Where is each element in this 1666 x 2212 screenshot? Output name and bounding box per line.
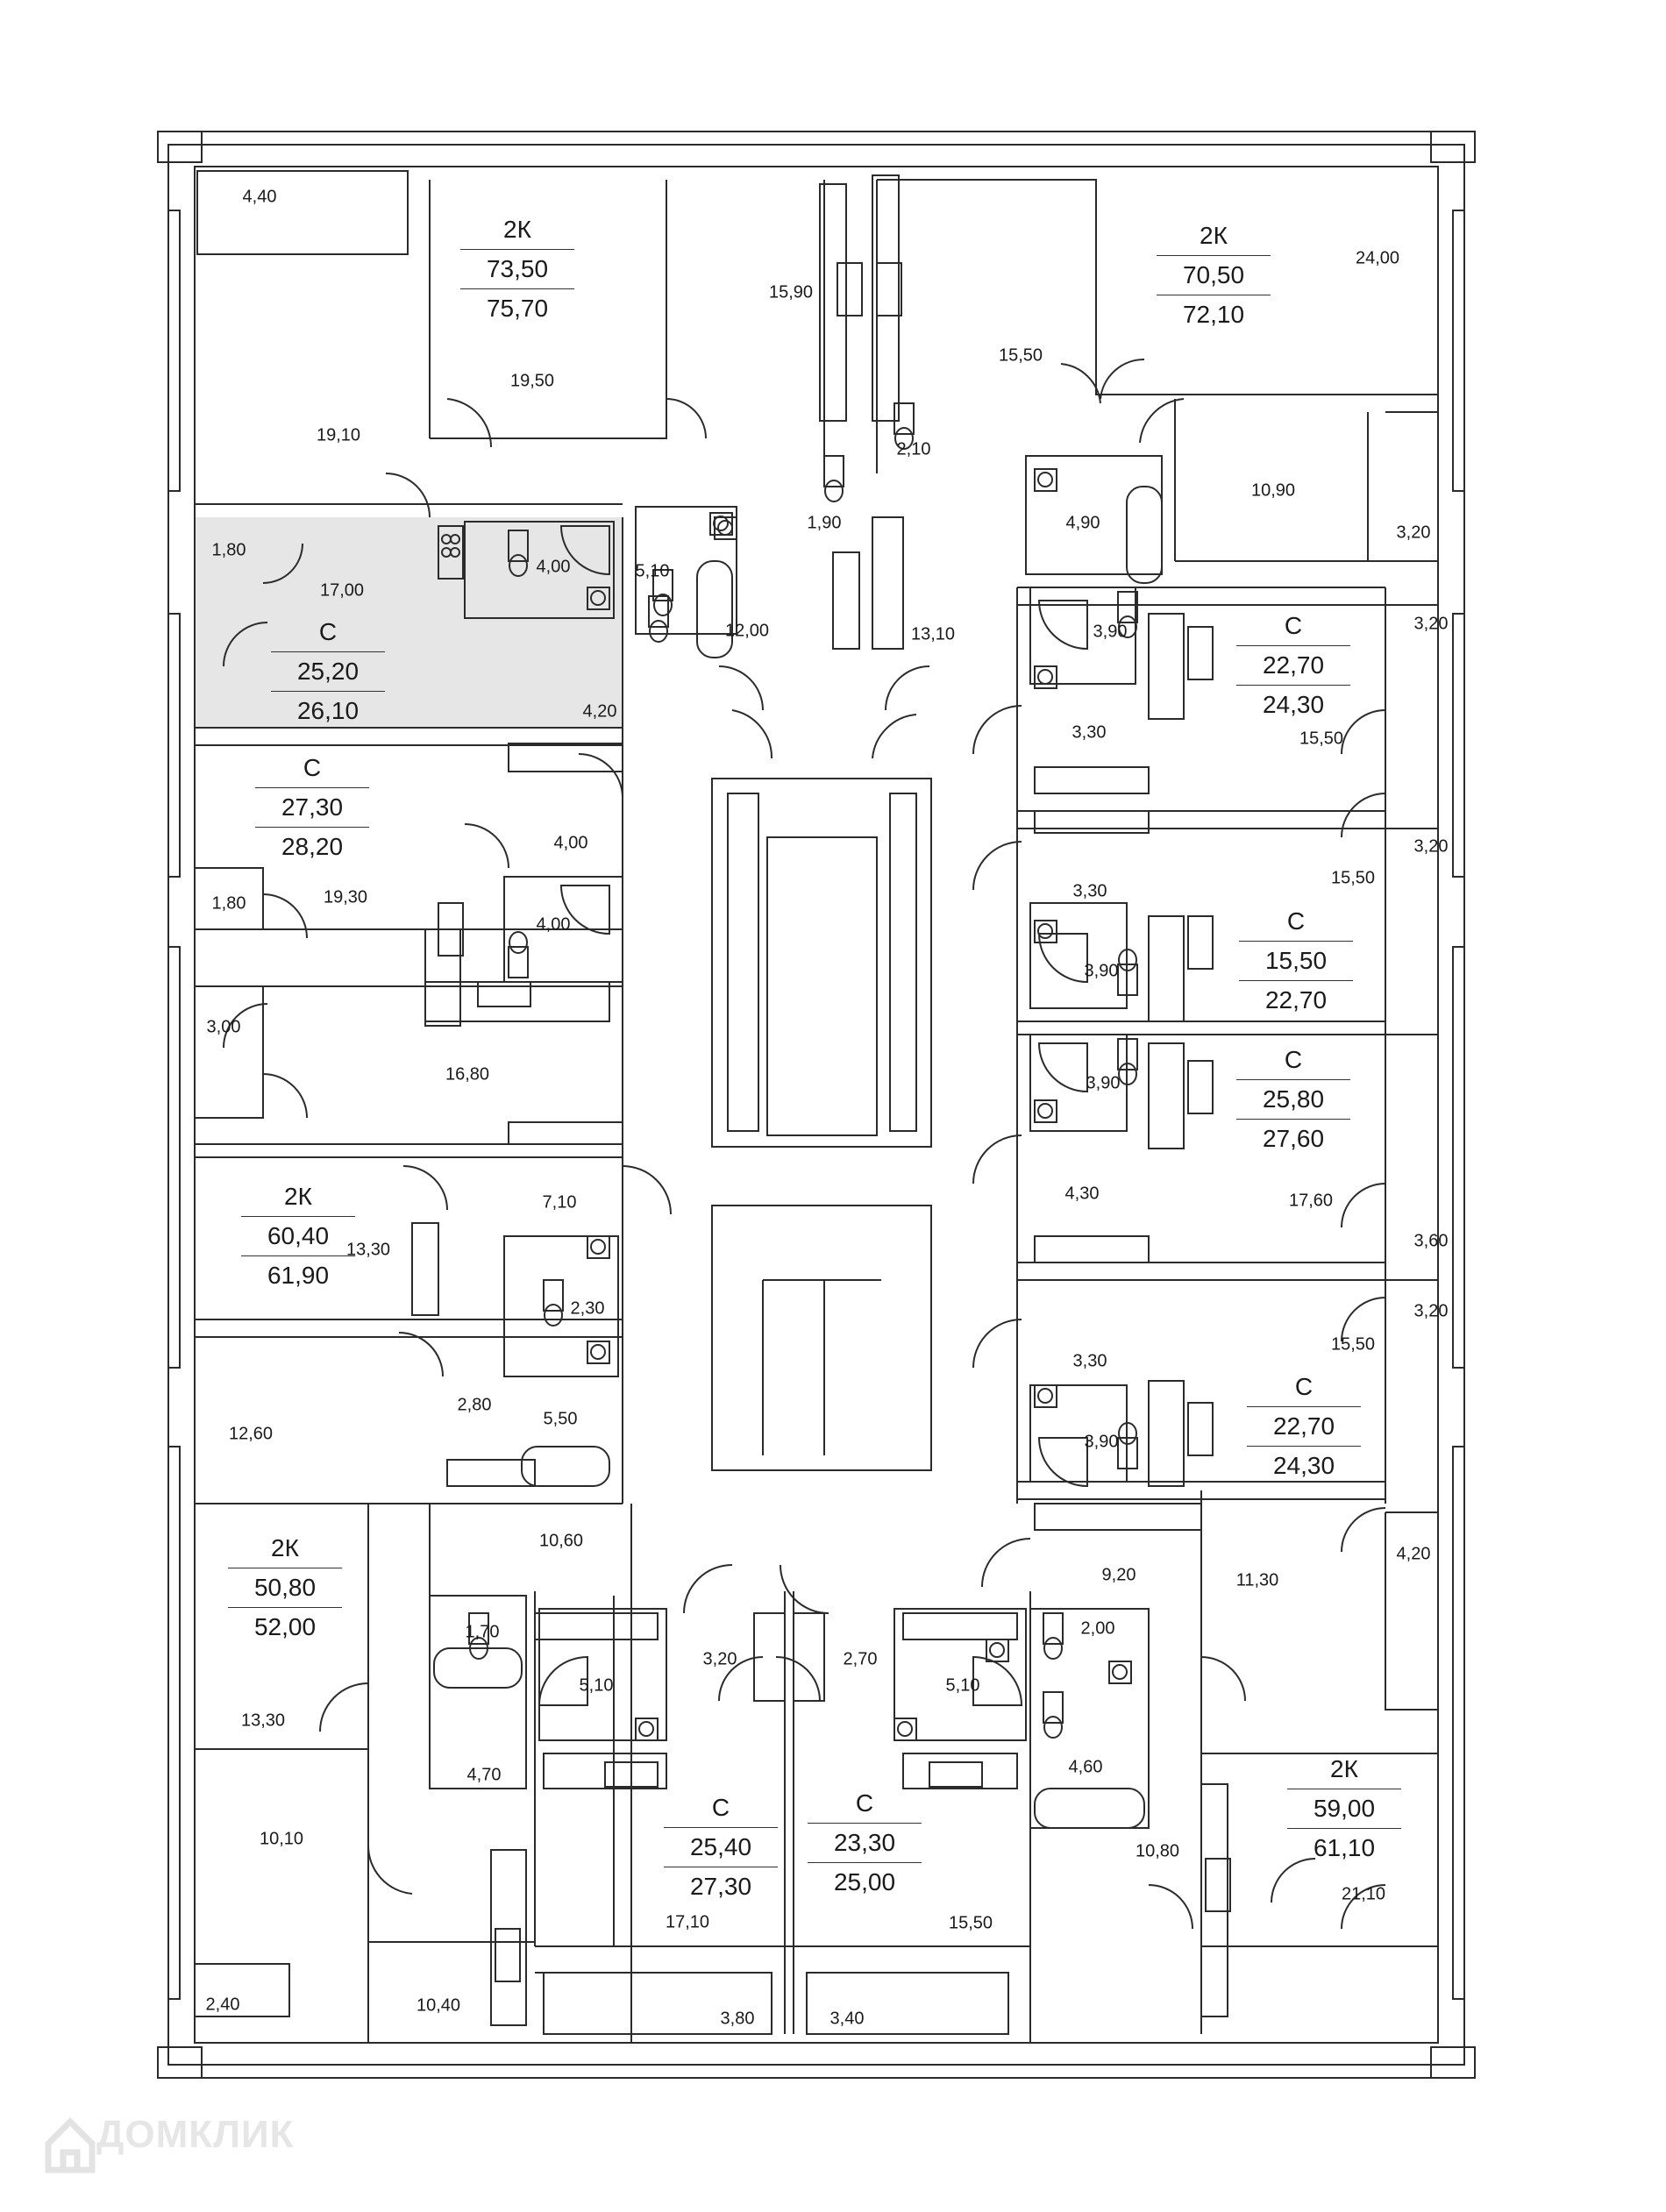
room-area: 1,80 (211, 893, 246, 914)
room-area: 13,30 (240, 1711, 286, 1731)
stove-fixtures (438, 262, 1231, 1982)
house-icon (45, 2117, 96, 2173)
room-area: 11,30 (1235, 1570, 1279, 1590)
room-area: 4,00 (536, 557, 571, 577)
room-area: 5,10 (635, 561, 670, 581)
room-area: 4,70 (466, 1765, 502, 1785)
room-area: 10,40 (416, 1995, 461, 2016)
stair-core (711, 778, 932, 1148)
room-area: 19,10 (316, 425, 361, 445)
room-area: 2,30 (570, 1298, 605, 1319)
room-area: 10,10 (259, 1829, 304, 1849)
room-area: 4,40 (242, 187, 277, 207)
room-area: 4,20 (1396, 1544, 1431, 1564)
room-area: 2,40 (205, 1995, 240, 2015)
room-area: 4,30 (1064, 1184, 1100, 1204)
room-area: 3,20 (1413, 836, 1449, 857)
watermark-text: ДОМКЛИК (96, 2113, 295, 2156)
room-area: 15,90 (768, 282, 814, 302)
room-area: 15,50 (948, 1913, 993, 1933)
sink-fixtures (587, 468, 1132, 1741)
room-area: 2,80 (457, 1395, 492, 1415)
room-area: 3,20 (1413, 1301, 1449, 1321)
room-area: 17,60 (1288, 1191, 1334, 1211)
room-area: 3,20 (1396, 523, 1431, 543)
room-area: 15,50 (1330, 1334, 1376, 1355)
room-area: 15,50 (998, 345, 1043, 366)
room-area: 4,60 (1068, 1757, 1103, 1777)
room-area: 10,90 (1250, 480, 1296, 501)
room-area: 2,70 (843, 1649, 878, 1669)
room-area: 17,10 (665, 1912, 710, 1932)
room-area: 3,30 (1072, 722, 1107, 743)
room-area: 2,10 (896, 439, 931, 459)
room-area: 10,80 (1135, 1841, 1180, 1861)
room-area: 3,90 (1093, 622, 1128, 642)
room-area: 2,00 (1080, 1618, 1115, 1639)
room-area: 3,90 (1086, 1073, 1121, 1093)
room-area: 4,90 (1065, 513, 1100, 533)
room-area: 12,60 (228, 1424, 274, 1444)
room-area: 4,20 (582, 701, 617, 722)
bath-fixtures (433, 486, 1163, 1829)
room-area: 3,90 (1084, 1432, 1119, 1452)
room-area: 3,40 (829, 2009, 865, 2029)
room-area: 17,00 (319, 580, 365, 601)
room-area: 3,30 (1072, 1351, 1107, 1371)
room-area: 3,90 (1084, 961, 1119, 981)
room-area: 21,10 (1341, 1884, 1386, 1904)
room-area: 7,10 (542, 1192, 577, 1213)
room-area: 16,80 (445, 1064, 490, 1085)
room-area: 19,50 (509, 371, 555, 391)
room-area: 5,10 (945, 1675, 980, 1696)
room-area: 4,00 (536, 914, 571, 935)
room-area: 1,90 (807, 513, 842, 533)
room-area: 15,50 (1299, 729, 1344, 749)
room-area: 15,50 (1330, 868, 1376, 888)
room-area: 12,00 (724, 621, 770, 641)
room-area: 1,70 (465, 1622, 500, 1642)
room-area: 9,20 (1101, 1565, 1136, 1585)
room-area: 10,60 (538, 1531, 584, 1551)
building-outline-inner (194, 166, 1439, 2044)
building-outline (167, 144, 1465, 2066)
elevator-core (711, 1205, 932, 1471)
room-area: 3,20 (1413, 614, 1449, 634)
room-area: 3,20 (702, 1649, 737, 1669)
room-area: 3,00 (206, 1017, 241, 1037)
room-area: 3,30 (1072, 881, 1107, 901)
room-area: 13,30 (345, 1240, 391, 1260)
room-area: 4,00 (553, 833, 588, 853)
room-area: 19,30 (323, 887, 368, 907)
room-area: 1,80 (211, 540, 246, 560)
room-area: 13,10 (910, 624, 956, 644)
room-area: 3,60 (1413, 1231, 1449, 1251)
room-area: 5,50 (543, 1409, 578, 1429)
room-area: 3,80 (720, 2009, 755, 2029)
room-area: 5,10 (579, 1675, 614, 1696)
room-area: 24,00 (1355, 248, 1400, 268)
